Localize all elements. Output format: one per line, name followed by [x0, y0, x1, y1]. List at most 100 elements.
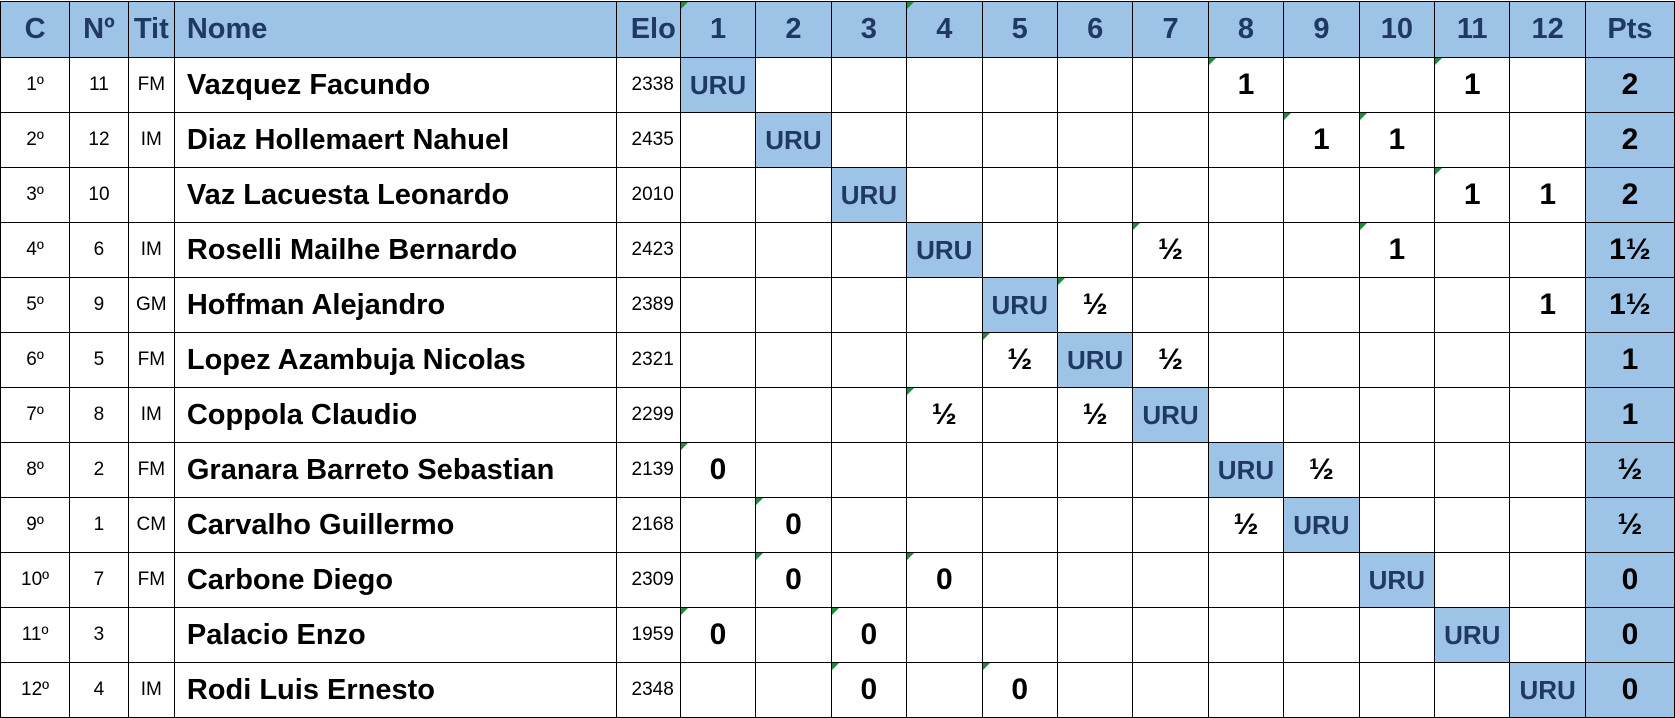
elo-cell[interactable]: 2321 [615, 332, 681, 388]
title-cell[interactable]: IM [127, 662, 175, 718]
result-cell-round-2[interactable] [755, 167, 832, 223]
header-elo[interactable]: Elo [615, 1, 681, 58]
result-cell-round-11[interactable] [1434, 112, 1511, 168]
elo-cell[interactable]: 2423 [615, 222, 681, 278]
result-cell-round-10[interactable]: 1 [1358, 112, 1436, 168]
header-round-11[interactable]: 11 [1434, 1, 1511, 58]
player-name-cell[interactable]: Palacio Enzo [173, 607, 617, 663]
result-cell-round-10[interactable] [1358, 167, 1436, 223]
result-cell-round-2[interactable] [755, 662, 832, 718]
result-cell-round-10[interactable] [1358, 57, 1436, 113]
elo-cell[interactable]: 2348 [615, 662, 681, 718]
elo-cell[interactable]: 2168 [615, 497, 681, 553]
result-cell-round-2[interactable] [755, 277, 832, 333]
result-cell-round-9[interactable]: URU [1283, 497, 1360, 553]
result-cell-round-5[interactable]: URU [981, 277, 1058, 333]
result-cell-round-9[interactable] [1283, 552, 1360, 608]
result-cell-round-12[interactable] [1509, 552, 1586, 608]
points-cell[interactable]: 1 [1584, 387, 1675, 443]
number-cell[interactable]: 3 [69, 607, 129, 663]
header-title[interactable]: Tit [127, 1, 175, 58]
result-cell-round-5[interactable] [981, 167, 1058, 223]
result-cell-round-7[interactable] [1132, 442, 1209, 498]
header-name[interactable]: Nome [173, 1, 617, 58]
result-cell-round-7[interactable]: ½ [1132, 222, 1209, 278]
result-cell-round-9[interactable] [1283, 277, 1360, 333]
points-cell[interactable]: 2 [1584, 57, 1675, 113]
result-cell-round-6[interactable] [1056, 112, 1134, 168]
rank-cell[interactable]: 8º [0, 442, 71, 498]
result-cell-round-12[interactable]: 1 [1509, 277, 1586, 333]
header-round-9[interactable]: 9 [1283, 1, 1360, 58]
points-cell[interactable]: 1 [1584, 332, 1675, 388]
header-rank[interactable]: C [0, 1, 71, 58]
points-cell[interactable]: 1½ [1584, 222, 1675, 278]
result-cell-round-10[interactable] [1358, 387, 1436, 443]
result-cell-round-10[interactable]: URU [1358, 552, 1436, 608]
result-cell-round-5[interactable] [981, 387, 1058, 443]
result-cell-round-9[interactable] [1283, 607, 1360, 663]
player-name-cell[interactable]: Hoffman Alejandro [173, 277, 617, 333]
result-cell-round-4[interactable]: ½ [906, 387, 983, 443]
header-number[interactable]: Nº [69, 1, 129, 58]
player-name-cell[interactable]: Lopez Azambuja Nicolas [173, 332, 617, 388]
result-cell-round-12[interactable] [1509, 607, 1586, 663]
result-cell-round-9[interactable]: ½ [1283, 442, 1360, 498]
result-cell-round-3[interactable] [830, 552, 908, 608]
result-cell-round-4[interactable] [906, 442, 983, 498]
result-cell-round-11[interactable] [1434, 662, 1511, 718]
result-cell-round-7[interactable] [1132, 607, 1209, 663]
header-points[interactable]: Pts [1584, 1, 1675, 58]
result-cell-round-7[interactable] [1132, 112, 1209, 168]
result-cell-round-4[interactable]: URU [906, 222, 983, 278]
player-name-cell[interactable]: Vazquez Facundo [173, 57, 617, 113]
result-cell-round-7[interactable] [1132, 277, 1209, 333]
result-cell-round-11[interactable] [1434, 332, 1511, 388]
number-cell[interactable]: 6 [69, 222, 129, 278]
rank-cell[interactable]: 6º [0, 332, 71, 388]
title-cell[interactable]: IM [127, 222, 175, 278]
result-cell-round-4[interactable] [906, 57, 983, 113]
result-cell-round-3[interactable] [830, 277, 908, 333]
result-cell-round-10[interactable] [1358, 607, 1436, 663]
result-cell-round-10[interactable] [1358, 442, 1436, 498]
player-name-cell[interactable]: Carbone Diego [173, 552, 617, 608]
points-cell[interactable]: 0 [1584, 607, 1675, 663]
result-cell-round-2[interactable] [755, 442, 832, 498]
result-cell-round-1[interactable] [679, 662, 757, 718]
number-cell[interactable]: 1 [69, 497, 129, 553]
number-cell[interactable]: 9 [69, 277, 129, 333]
header-round-12[interactable]: 12 [1509, 1, 1586, 58]
result-cell-round-11[interactable]: 1 [1434, 167, 1511, 223]
result-cell-round-11[interactable] [1434, 442, 1511, 498]
header-round-1[interactable]: 1 [679, 1, 757, 58]
elo-cell[interactable]: 2299 [615, 387, 681, 443]
result-cell-round-12[interactable] [1509, 112, 1586, 168]
number-cell[interactable]: 11 [69, 57, 129, 113]
result-cell-round-6[interactable] [1056, 442, 1134, 498]
result-cell-round-4[interactable] [906, 112, 983, 168]
result-cell-round-4[interactable]: 0 [906, 552, 983, 608]
result-cell-round-11[interactable]: 1 [1434, 57, 1511, 113]
result-cell-round-10[interactable] [1358, 277, 1436, 333]
result-cell-round-8[interactable] [1207, 222, 1285, 278]
result-cell-round-12[interactable] [1509, 497, 1586, 553]
result-cell-round-2[interactable] [755, 607, 832, 663]
title-cell[interactable]: FM [127, 552, 175, 608]
rank-cell[interactable]: 1º [0, 57, 71, 113]
elo-cell[interactable]: 2435 [615, 112, 681, 168]
result-cell-round-4[interactable] [906, 497, 983, 553]
elo-cell[interactable]: 2338 [615, 57, 681, 113]
result-cell-round-7[interactable]: URU [1132, 387, 1209, 443]
result-cell-round-6[interactable]: ½ [1056, 387, 1134, 443]
number-cell[interactable]: 12 [69, 112, 129, 168]
elo-cell[interactable]: 2309 [615, 552, 681, 608]
result-cell-round-3[interactable] [830, 497, 908, 553]
result-cell-round-1[interactable] [679, 552, 757, 608]
result-cell-round-5[interactable]: 0 [981, 662, 1058, 718]
result-cell-round-8[interactable] [1207, 387, 1285, 443]
result-cell-round-10[interactable]: 1 [1358, 222, 1436, 278]
title-cell[interactable]: CM [127, 497, 175, 553]
result-cell-round-5[interactable] [981, 112, 1058, 168]
result-cell-round-3[interactable] [830, 57, 908, 113]
